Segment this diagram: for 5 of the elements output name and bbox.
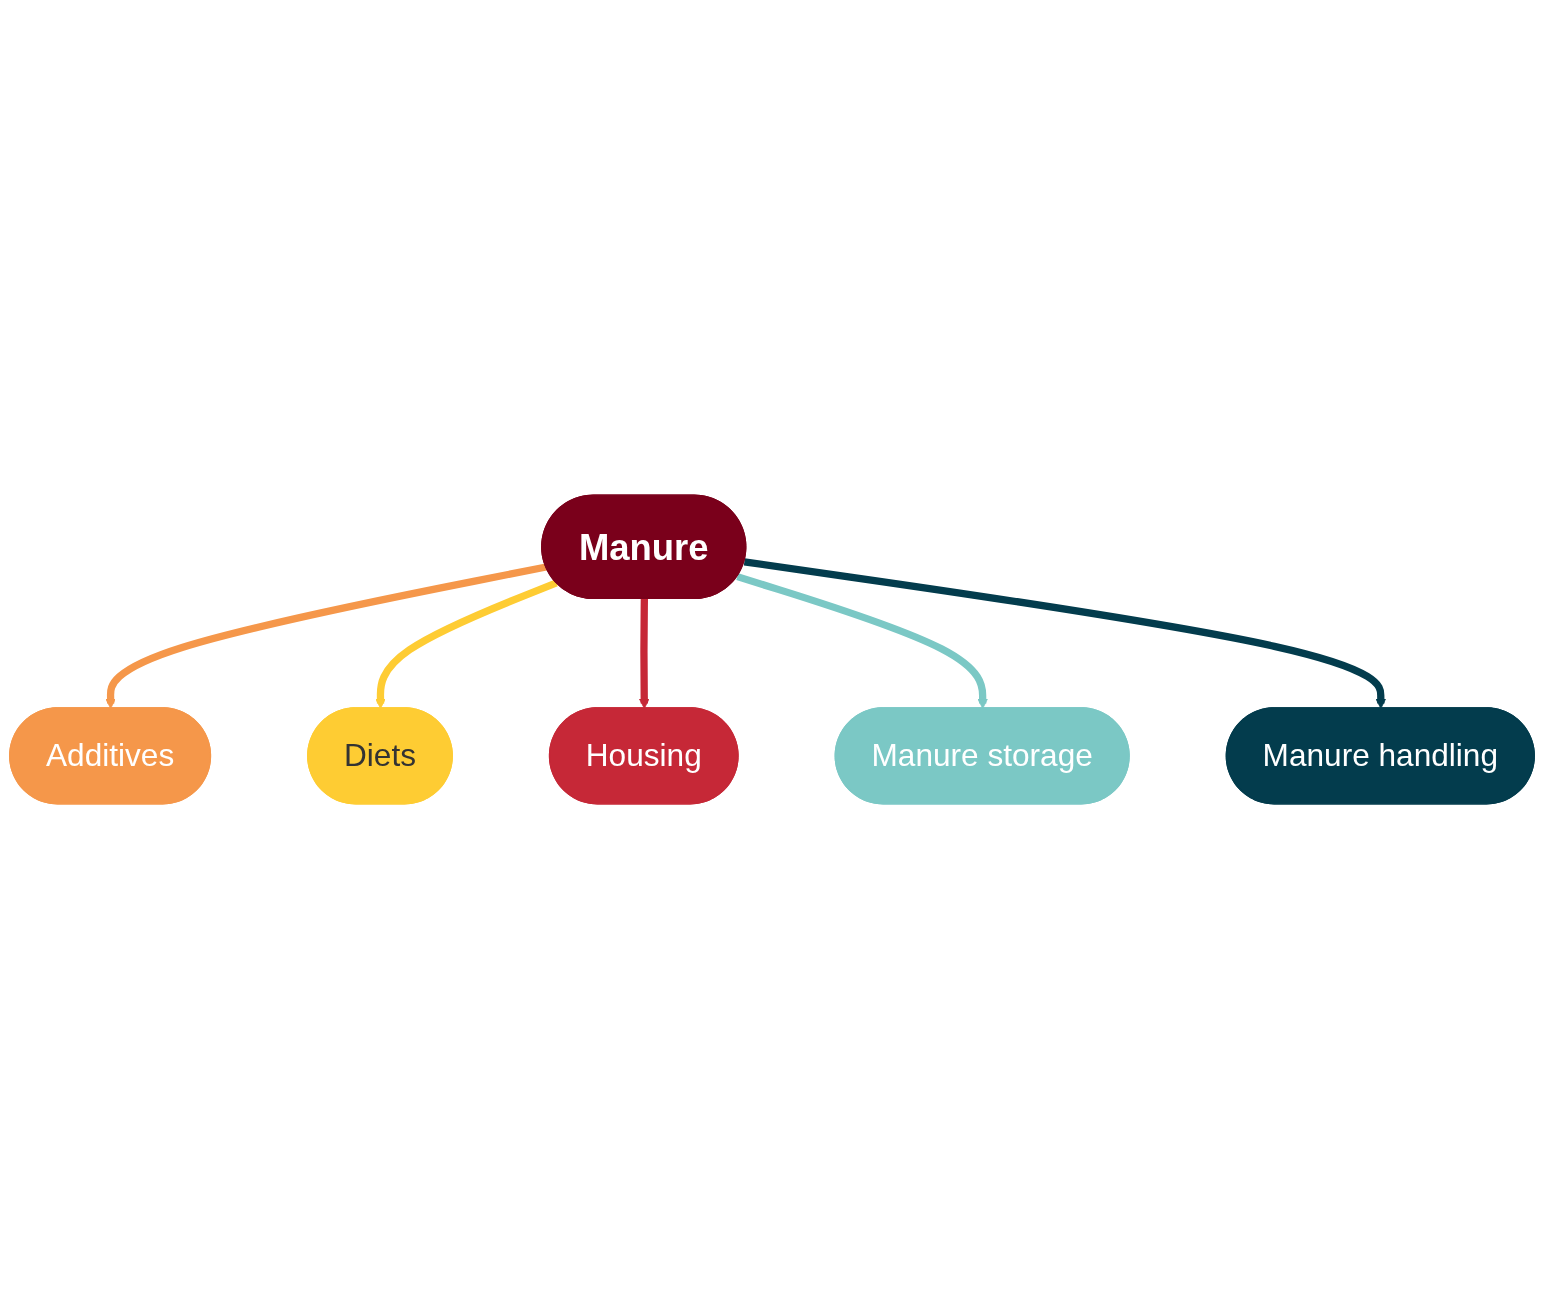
arrow — [743, 558, 1387, 709]
arrow — [105, 563, 547, 709]
arrow — [375, 579, 558, 709]
arrow — [736, 573, 988, 709]
arrow — [638, 599, 650, 709]
